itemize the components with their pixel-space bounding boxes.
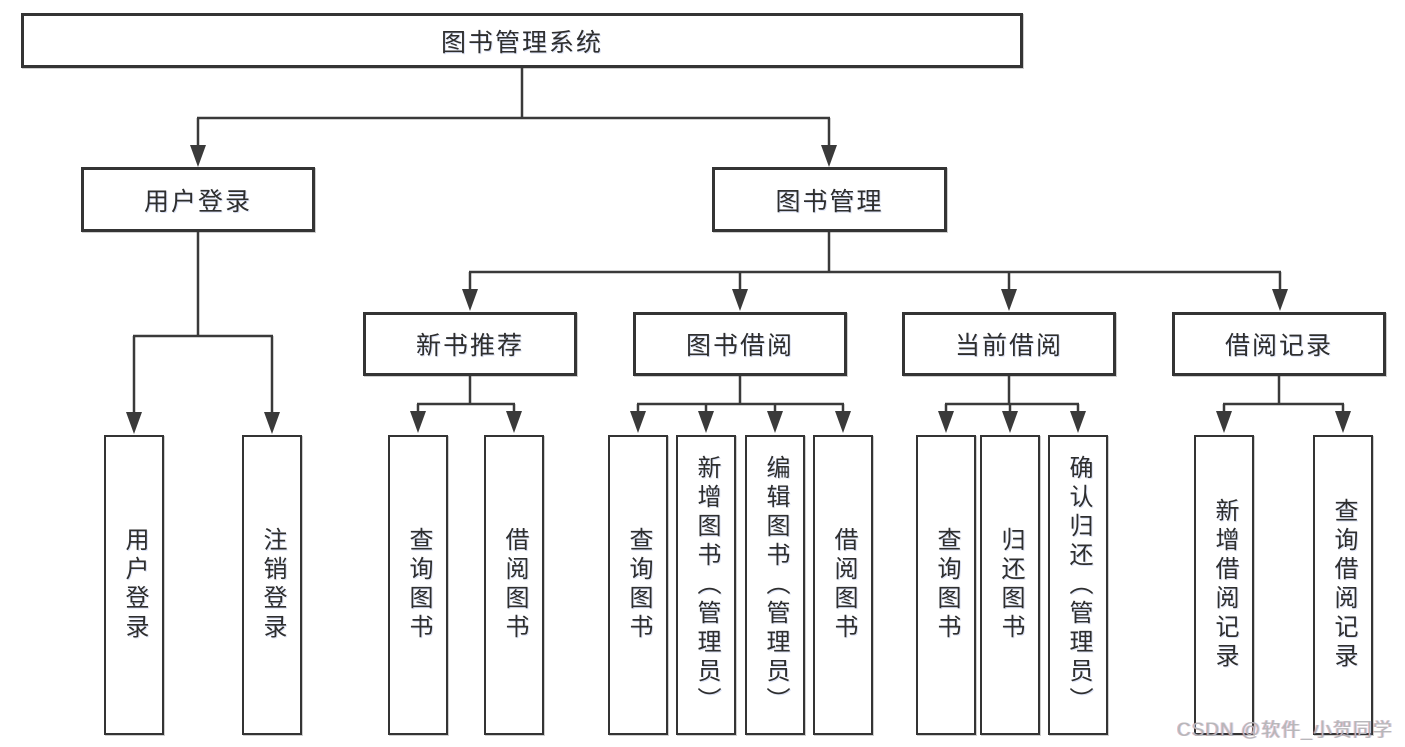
leaf-borrow-books-1: 借阅图书: [484, 435, 544, 735]
leaf-add-book-admin: 新增图书（管理员）: [676, 435, 736, 735]
leaf-query-borrow-record: 查询借阅记录: [1313, 435, 1373, 735]
leaf-borrow-books-2: 借阅图书: [813, 435, 873, 735]
leaf-add-book-admin-label: 新增图书（管理员）: [693, 454, 720, 716]
leaf-query-borrow-record-label: 查询借阅记录: [1330, 498, 1357, 672]
leaf-return-book-label: 归还图书: [997, 527, 1024, 643]
leaf-edit-book-admin-label: 编辑图书（管理员）: [762, 454, 789, 716]
connector-shafts: [132, 68, 1345, 416]
leaf-user-login: 用户登录: [104, 435, 164, 735]
watermark: CSDN @软件_小贺同学: [1177, 720, 1393, 741]
node-user-login-label: 用户登录: [143, 187, 252, 216]
node-book-borrow: 图书借阅: [633, 312, 847, 376]
leaf-query-books-3-label: 查询图书: [933, 527, 960, 643]
leaf-borrow-books-2-label: 借阅图书: [830, 527, 857, 643]
leaf-add-borrow-record-label: 新增借阅记录: [1211, 498, 1238, 672]
leaf-query-books-2: 查询图书: [608, 435, 668, 735]
leaf-logout: 注销登录: [242, 435, 302, 735]
leaf-add-borrow-record: 新增借阅记录: [1194, 435, 1254, 735]
leaf-query-books-3: 查询图书: [916, 435, 976, 735]
arrowhead-icon: [126, 145, 1351, 434]
node-current-borrow-label: 当前借阅: [954, 332, 1063, 360]
node-root: 图书管理系统: [21, 13, 1023, 68]
leaf-query-books-2-label: 查询图书: [625, 527, 652, 643]
leaf-borrow-books-1-label: 借阅图书: [501, 527, 528, 643]
leaf-logout-label: 注销登录: [259, 527, 286, 643]
node-borrow-records-label: 借阅记录: [1224, 332, 1333, 360]
node-book-management-label: 图书管理: [775, 187, 884, 216]
node-current-borrow: 当前借阅: [902, 312, 1116, 376]
leaf-confirm-return-admin-label: 确认归还（管理员）: [1065, 454, 1092, 716]
node-new-book-recommend: 新书推荐: [363, 312, 577, 376]
leaf-query-books-1-label: 查询图书: [405, 527, 432, 643]
node-user-login: 用户登录: [81, 167, 315, 232]
leaf-edit-book-admin: 编辑图书（管理员）: [745, 435, 805, 735]
node-borrow-records: 借阅记录: [1172, 312, 1386, 376]
leaf-return-book: 归还图书: [980, 435, 1040, 735]
leaf-query-books-1: 查询图书: [388, 435, 448, 735]
leaf-confirm-return-admin: 确认归还（管理员）: [1048, 435, 1108, 735]
leaf-user-login-label: 用户登录: [121, 527, 148, 643]
node-new-book-recommend-label: 新书推荐: [415, 332, 524, 360]
node-root-label: 图书管理系统: [440, 28, 603, 57]
node-book-management: 图书管理: [712, 167, 947, 232]
node-book-borrow-label: 图书借阅: [685, 332, 794, 360]
